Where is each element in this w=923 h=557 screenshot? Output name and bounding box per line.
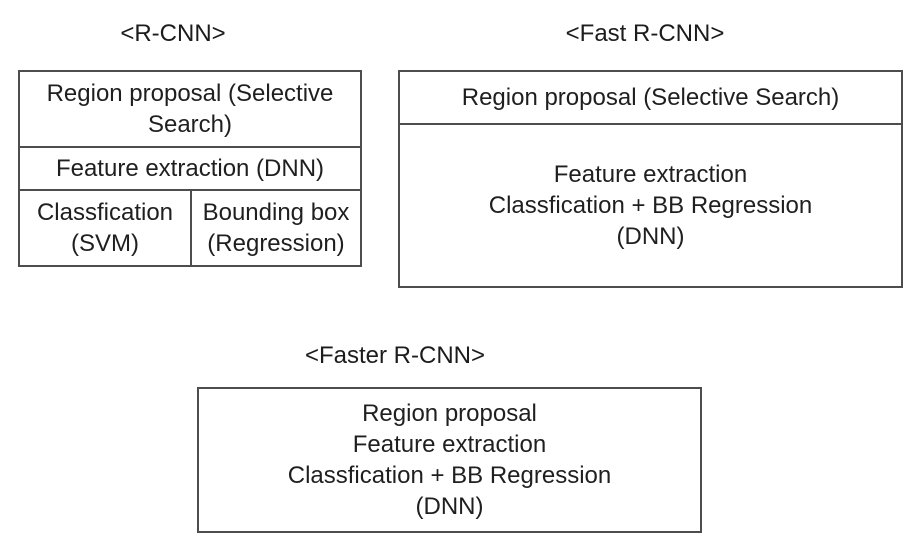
- rcnn-box: Region proposal (Selective Search) Featu…: [18, 70, 362, 267]
- fast-rcnn-box: Region proposal (Selective Search) Featu…: [398, 70, 903, 288]
- fast-rcnn-stage-dnn: Feature extraction Classfication + BB Re…: [488, 161, 813, 250]
- rcnn-title: <R-CNN>: [120, 20, 226, 47]
- rcnn-stage-classification: Classfication (SVM): [20, 191, 192, 265]
- faster-rcnn-box: Region proposal Feature extraction Class…: [197, 387, 702, 533]
- rcnn-stage-region-proposal: Region proposal (Selective Search): [20, 72, 360, 148]
- fast-rcnn-title: <Fast R-CNN>: [565, 20, 725, 47]
- faster-rcnn-title: <Faster R-CNN>: [304, 342, 486, 369]
- rcnn-output-row: Classfication (SVM) Bounding box (Regres…: [20, 191, 360, 265]
- faster-rcnn-stage-dnn: Region proposal Feature extraction Class…: [287, 400, 612, 520]
- rcnn-stage-feature-extraction: Feature extraction (DNN): [20, 148, 360, 191]
- fast-rcnn-stage-region-proposal: Region proposal (Selective Search): [400, 72, 901, 125]
- rcnn-stage-bounding-box: Bounding box (Regression): [202, 199, 350, 257]
